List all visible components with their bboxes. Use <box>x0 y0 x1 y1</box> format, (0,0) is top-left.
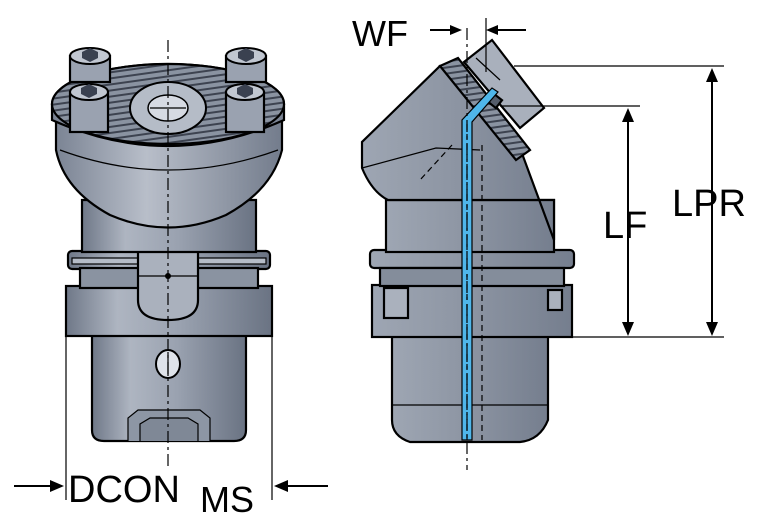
wf-dimension: WF <box>352 13 526 72</box>
front-screw-front-left <box>68 83 110 134</box>
front-view <box>50 40 286 470</box>
wf-label: WF <box>352 13 408 54</box>
front-screw-back-left <box>68 47 112 84</box>
front-flange <box>64 284 274 338</box>
side-view <box>360 28 576 470</box>
lf-dimension: LF <box>500 105 647 336</box>
lf-label: LF <box>603 205 647 247</box>
dcon-subscript: MS <box>200 479 254 520</box>
side-head-face <box>438 56 532 162</box>
side-coolant-channel <box>461 87 499 441</box>
lpr-label: LPR <box>672 183 746 225</box>
dcon-label: DCON <box>68 469 180 511</box>
front-head-bowl <box>54 116 284 229</box>
front-shank <box>90 330 248 443</box>
dcon-dimension: DCON MS <box>14 336 328 520</box>
front-screw-front-right <box>224 83 266 134</box>
lpr-dimension: LPR <box>514 65 746 338</box>
front-screw-back-right <box>224 47 268 84</box>
dimensions: WF LF LPR DCON MS <box>14 13 746 520</box>
